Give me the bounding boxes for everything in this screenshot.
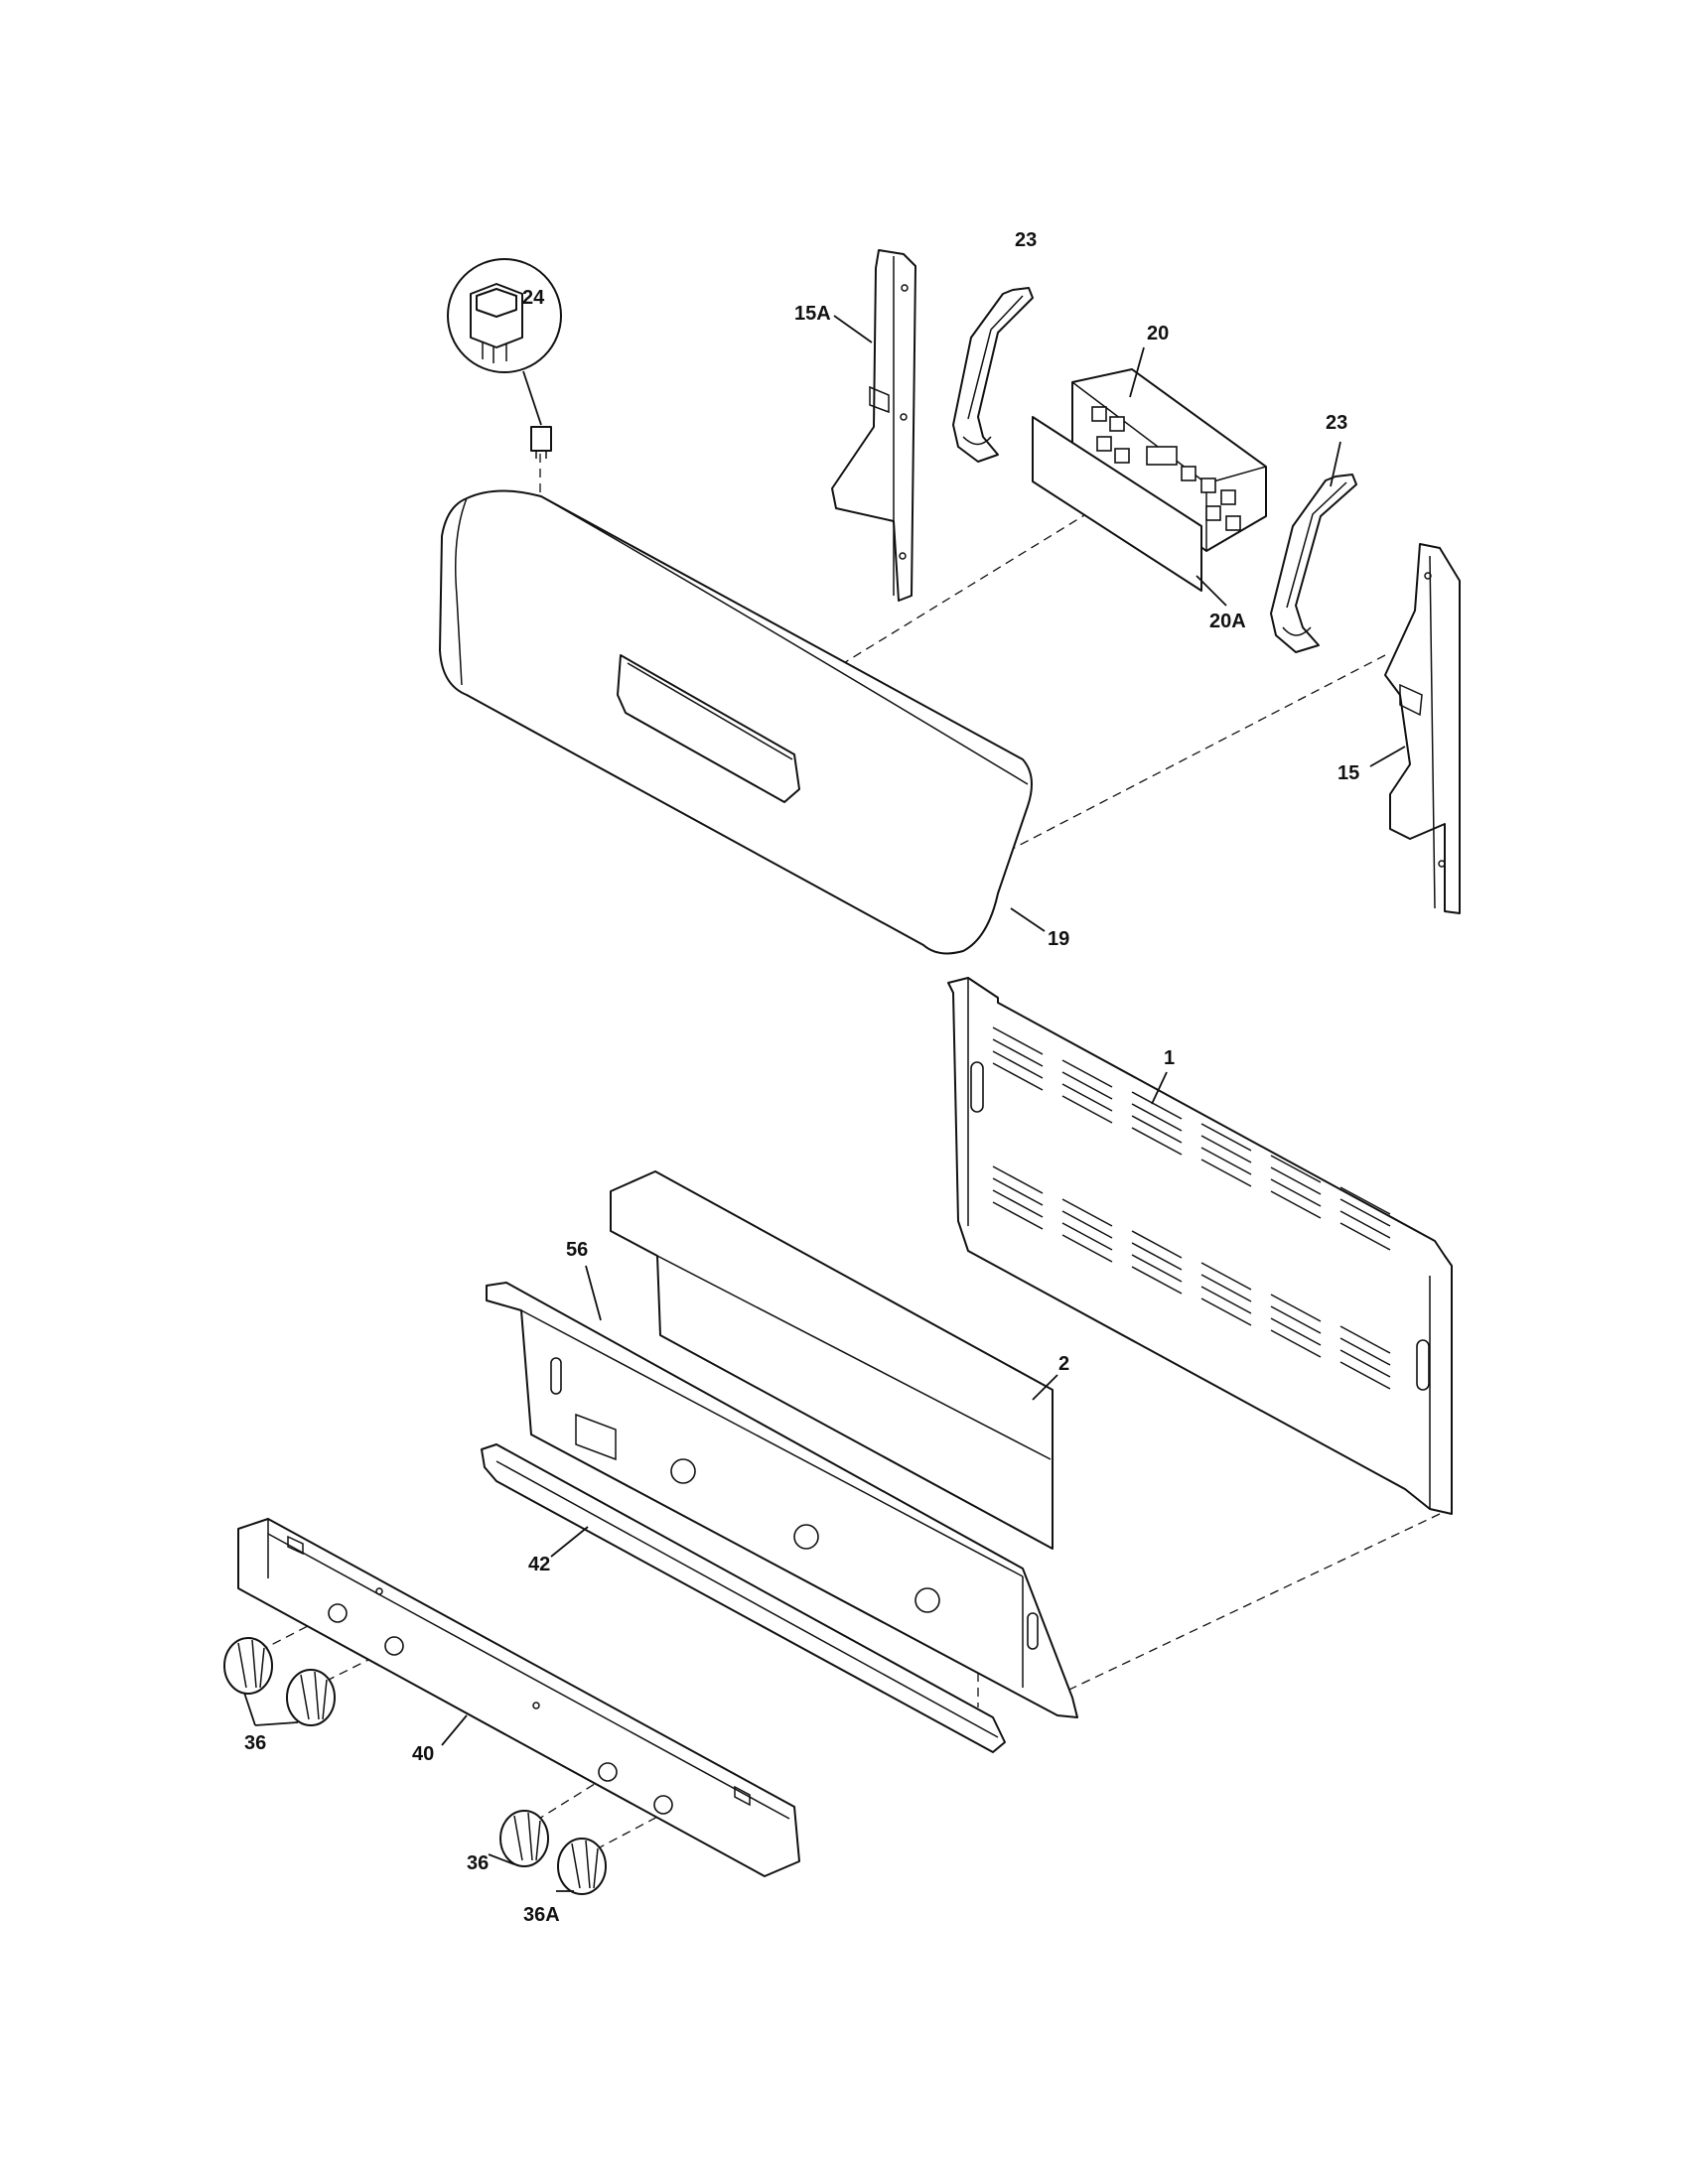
rocker-switch-part-24: [447, 258, 562, 459]
callout-2: 2: [1058, 1353, 1069, 1375]
callout-42: 42: [528, 1554, 550, 1575]
rear-panel-part-1: [947, 977, 1453, 1515]
overlay-part-20a: [1032, 416, 1202, 592]
shield-part-2: [610, 1170, 1054, 1550]
callout-20a: 20A: [1209, 611, 1246, 632]
callout-24: 24: [522, 287, 545, 309]
control-panel-part-19: [439, 489, 1033, 955]
control-board-part-20: [1071, 368, 1267, 552]
callout-15a: 15A: [794, 303, 831, 325]
leader-lines: [243, 315, 1406, 1892]
knob-part-36a: [557, 1838, 607, 1895]
callout-15: 15: [1337, 762, 1359, 784]
knob-part-36-b: [286, 1669, 336, 1726]
callout-40: 40: [412, 1743, 434, 1765]
callout-20: 20: [1147, 323, 1169, 344]
knob-part-36-a: [223, 1637, 273, 1695]
callout-36a: 36A: [523, 1904, 560, 1926]
callout-1: 1: [1164, 1047, 1175, 1069]
louver-vents: [992, 1026, 1391, 1390]
callout-23-top: 23: [1015, 229, 1037, 251]
callout-36-bottom: 36: [467, 1852, 489, 1874]
frame-part-56: [486, 1282, 1078, 1718]
end-bracket-part-15a: [831, 249, 916, 602]
callout-labels: 24 15A 23 20 23 20A 15 19 1 56 2 42 36 4…: [244, 229, 1359, 1926]
manifold-panel-part-40: [237, 1518, 800, 1877]
clip-part-23-right: [1270, 474, 1357, 653]
knob-part-36-c: [499, 1810, 549, 1867]
callout-19: 19: [1048, 928, 1069, 950]
trim-part-42: [481, 1443, 1006, 1753]
callout-36-left: 36: [244, 1732, 266, 1754]
callout-23-right: 23: [1326, 412, 1347, 434]
callout-56: 56: [566, 1239, 588, 1261]
clip-part-23-top: [952, 287, 1034, 463]
end-bracket-part-15: [1384, 543, 1461, 914]
